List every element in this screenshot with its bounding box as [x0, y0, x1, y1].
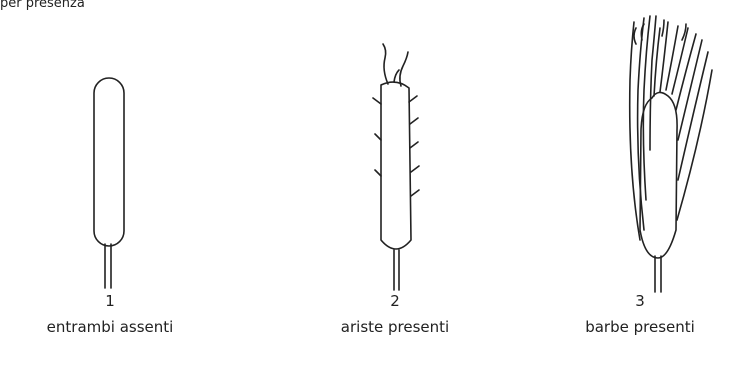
awn-tick — [411, 166, 419, 172]
beard-strand — [654, 28, 660, 96]
beard-strand — [676, 34, 696, 110]
figure-panel-1: 1 entrambi assenti — [10, 0, 210, 370]
spike-drawing-plain — [10, 0, 210, 370]
awn-tick — [410, 118, 418, 124]
awn-tick — [411, 190, 419, 196]
beard-strand — [662, 20, 664, 36]
spike-body — [94, 78, 124, 246]
spike-drawing-awns — [295, 0, 495, 370]
beard-strand — [672, 28, 688, 94]
beard-strand — [634, 28, 636, 44]
spike-drawing-beards — [540, 0, 740, 370]
awn-tick — [375, 170, 381, 176]
figure-panel-3: 3 barbe presenti — [540, 0, 740, 370]
figure-label-3: barbe presenti — [540, 318, 740, 336]
beard-strand — [660, 22, 668, 92]
figure-label-2: ariste presenti — [295, 318, 495, 336]
awn-tick — [410, 142, 418, 148]
awn-right — [400, 52, 408, 86]
spike-body — [381, 82, 411, 249]
figure-label-1: entrambi assenti — [10, 318, 210, 336]
figure-number-1: 1 — [10, 292, 210, 310]
beard-strand — [677, 70, 712, 220]
figure-number-2: 2 — [295, 292, 495, 310]
figure-number-3: 3 — [540, 292, 740, 310]
awn-short — [394, 70, 399, 82]
awn-left — [383, 44, 388, 84]
awn-tick — [409, 96, 417, 102]
figure-panel-2: 2 ariste presenti — [295, 0, 495, 370]
awn-tick — [375, 134, 381, 140]
spike-body — [640, 92, 677, 258]
awn-tick — [373, 98, 381, 104]
